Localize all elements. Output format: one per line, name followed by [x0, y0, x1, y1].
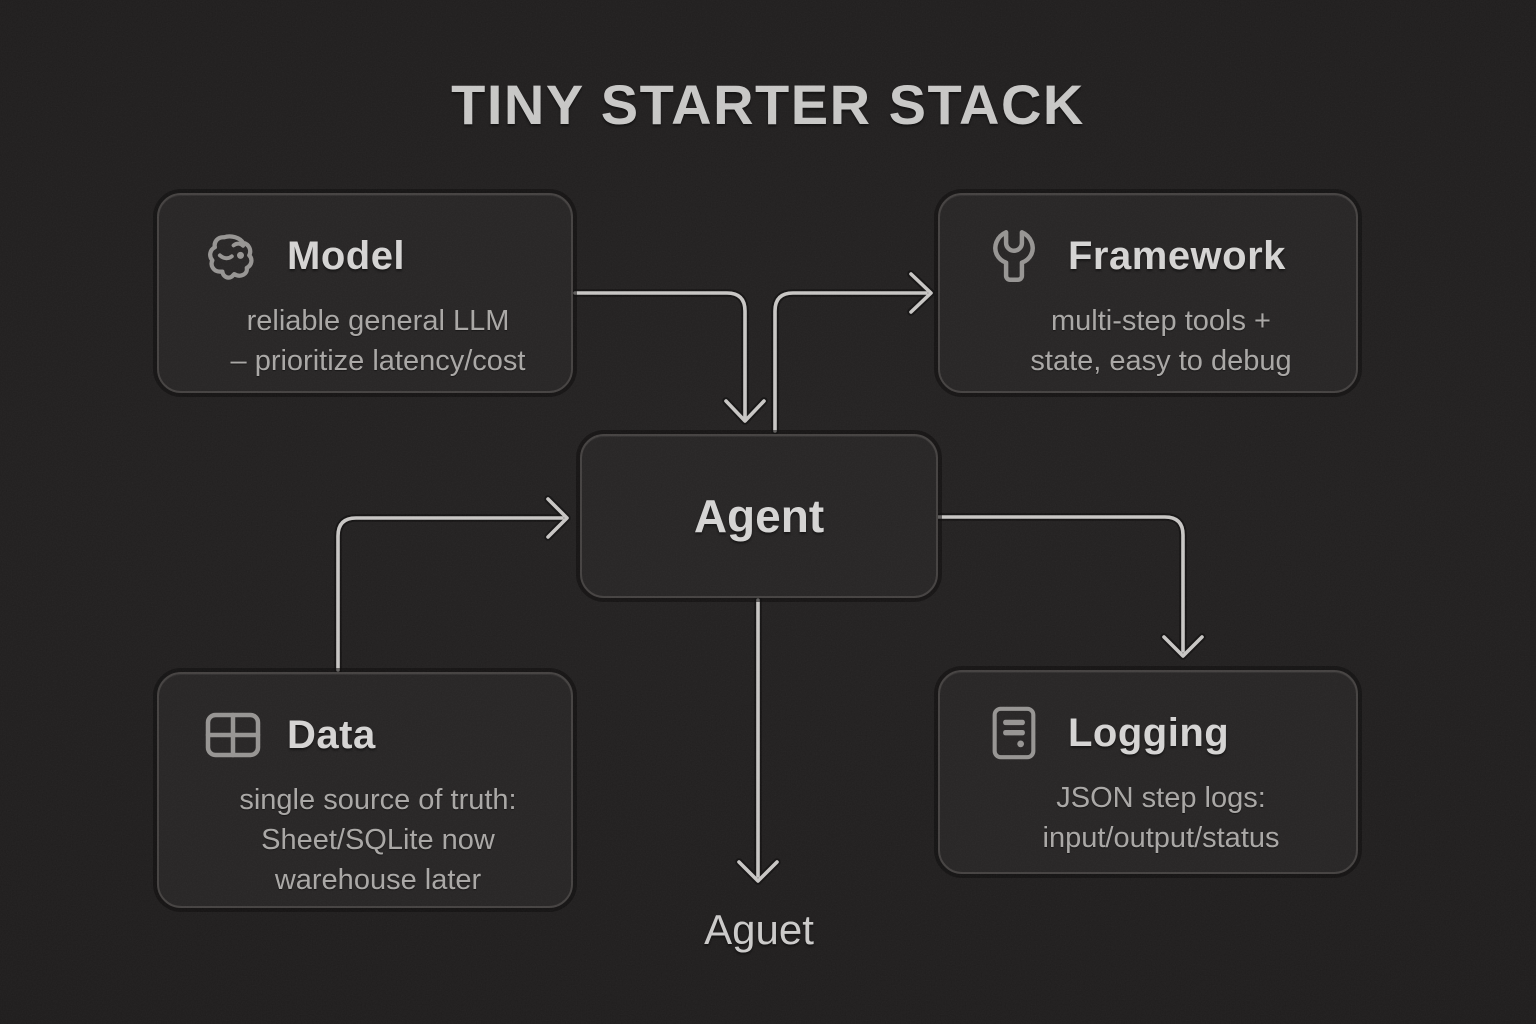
node-framework: Framework multi-step tools + state, easy…	[938, 193, 1358, 393]
node-agent-title: Agent	[693, 490, 825, 542]
table-icon	[203, 706, 263, 764]
edge-data-to-agent	[334, 495, 571, 674]
diagram-title: TINY STARTER STACK	[451, 73, 1085, 136]
description-line: Sheet/SQLite now	[261, 824, 495, 856]
node-logging: Logging JSON step logs: input/output/sta…	[938, 670, 1358, 874]
description-line: state, easy to debug	[1030, 345, 1292, 377]
description-line: multi-step tools +	[1050, 305, 1271, 337]
wrench-icon	[984, 227, 1044, 285]
brain-icon	[203, 227, 263, 285]
node-data-description: single source of truth: Sheet/SQLite now…	[159, 780, 571, 900]
edge-agent-to-logging	[934, 513, 1206, 660]
node-logging-title: Logging	[1068, 710, 1230, 755]
description-line: single source of truth:	[239, 784, 517, 816]
description-line: warehouse later	[274, 864, 482, 896]
node-model-title: Model	[287, 233, 406, 278]
node-logging-description: JSON step logs: input/output/status	[940, 778, 1356, 858]
node-framework-description: multi-step tools + state, easy to debug	[940, 301, 1356, 381]
description-line: JSON step logs:	[1056, 782, 1266, 814]
description-line: reliable general LLM	[246, 305, 510, 337]
node-data-header: Data	[159, 674, 571, 764]
node-data-title: Data	[287, 712, 376, 757]
node-framework-header: Framework	[940, 195, 1356, 285]
description-line: input/output/status	[1042, 822, 1280, 854]
edge-agent-to-framework	[771, 270, 935, 435]
node-model-description: reliable general LLM – prioritize latenc…	[159, 301, 571, 381]
edge-agent-to-output	[735, 596, 781, 885]
edge-model-to-agent	[571, 289, 768, 425]
node-framework-title: Framework	[1068, 233, 1286, 278]
node-data: Data single source of truth: Sheet/SQLit…	[157, 672, 573, 908]
node-model-header: Model	[159, 195, 571, 285]
output-label: Aguet	[704, 906, 814, 953]
node-logging-header: Logging	[940, 672, 1356, 762]
log-document-icon	[984, 704, 1044, 762]
description-line: – prioritize latency/cost	[230, 345, 526, 377]
node-model: Model reliable general LLM – prioritize …	[157, 193, 573, 393]
node-agent: Agent	[580, 434, 938, 598]
